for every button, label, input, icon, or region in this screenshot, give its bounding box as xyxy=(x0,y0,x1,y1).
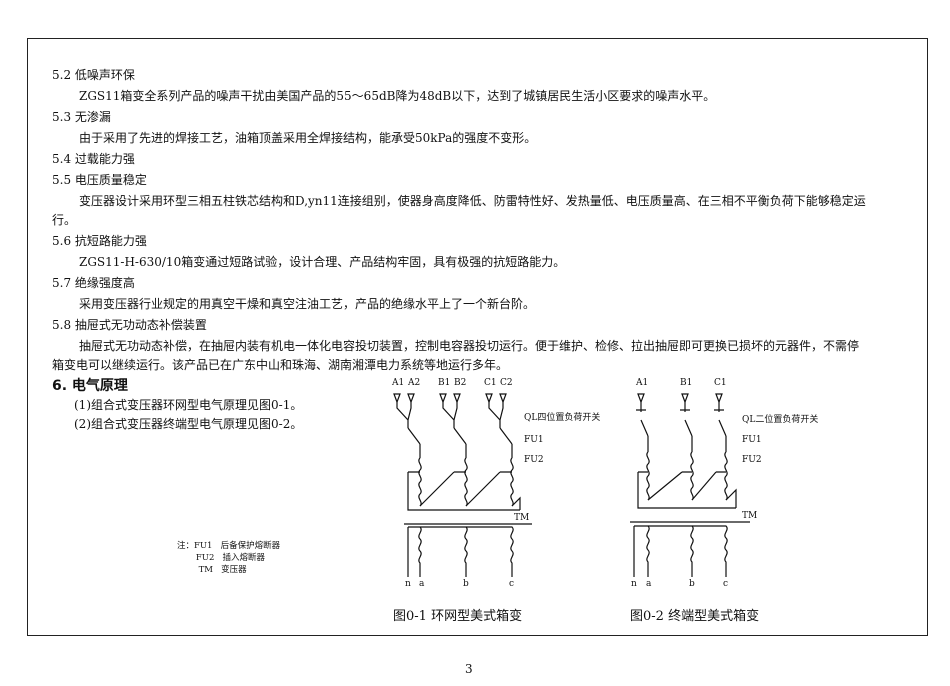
heading-5-8: 5.8 抽屉式无功动态补偿装置 xyxy=(52,318,207,332)
heading-5-7: 5.7 绝缘强度高 xyxy=(52,276,135,290)
heading-5-4: 5.4 过载能力强 xyxy=(52,152,135,166)
d1-top-label-4: B2 xyxy=(454,378,466,388)
d2-bottom-a: a xyxy=(646,579,652,589)
d2-switch-label: QL二位置负荷开关 xyxy=(742,413,818,425)
d2-fu2-label: FU2 xyxy=(742,455,762,465)
d2-bottom-n: n xyxy=(631,579,637,589)
d1-fu2-label: FU2 xyxy=(524,455,544,465)
d1-switch-label: QL四位置负荷开关 xyxy=(524,411,600,423)
d1-tm-label: TM xyxy=(514,513,529,523)
body-5-2: ZGS11箱变全系列产品的噪声干扰由美国产品的55～65dB降为48dB以下，达… xyxy=(79,89,716,103)
diagram-terminal-caption: 图0-2 终端型美式箱变 xyxy=(630,609,760,624)
page-frame xyxy=(27,38,928,636)
section-6-line-2: (2)组合式变压器终端型电气原理见图0-2。 xyxy=(74,417,303,431)
heading-5-6: 5.6 抗短路能力强 xyxy=(52,234,147,248)
section-6-line-1: (1)组合式变压器环网型电气原理见图0-1。 xyxy=(74,398,303,412)
body-5-6: ZGS11-H-630/10箱变通过短路试验，设计合理、产品结构牢固，具有极强的… xyxy=(79,255,566,269)
heading-5-5: 5.5 电压质量稳定 xyxy=(52,173,147,187)
diagram-ring-caption: 图0-1 环网型美式箱变 xyxy=(393,609,523,624)
d2-top-label-1: A1 xyxy=(635,378,648,388)
d1-bottom-n: n xyxy=(405,579,411,589)
d1-bottom-a: a xyxy=(419,579,425,589)
d1-bottom-c: c xyxy=(509,579,514,589)
d1-top-label-1: A1 xyxy=(391,378,404,388)
d1-top-label-5: C1 xyxy=(484,378,497,388)
body-5-5-b: 行。 xyxy=(52,213,77,227)
d1-top-label-6: C2 xyxy=(500,378,513,388)
body-5-8-a: 抽屉式无功动态补偿，在抽屉内装有机电一体化电容投切装置，控制电容器投切运行。便于… xyxy=(79,339,860,353)
legend-line-3: TM 变压器 xyxy=(177,565,247,575)
body-5-3: 由于采用了先进的焊接工艺，油箱顶盖采用全焊接结构，能承受50kPa的强度不变形。 xyxy=(79,131,537,145)
d1-top-label-3: B1 xyxy=(438,378,450,388)
d2-bottom-b: b xyxy=(689,579,695,589)
heading-5-3: 5.3 无渗漏 xyxy=(52,110,111,124)
body-5-7: 采用变压器行业规定的用真空干燥和真空注油工艺，产品的绝缘水平上了一个新台阶。 xyxy=(79,297,536,311)
d1-fu1-label: FU1 xyxy=(524,435,544,445)
d2-bottom-c: c xyxy=(723,579,728,589)
legend-line-1: 注：FU1 后备保护熔断器 xyxy=(177,541,281,551)
body-5-8-b: 箱变电可以继续运行。该产品已在广东中山和珠海、湖南湘潭电力系统等地运行多年。 xyxy=(52,358,509,372)
body-5-5-a: 变压器设计采用环型三相五柱铁芯结构和D,yn11连接组别，使器身高度降低、防雷特… xyxy=(79,194,866,208)
section-6-title: 6. 电气原理 xyxy=(52,378,128,394)
d2-tm-label: TM xyxy=(742,511,757,521)
d1-top-label-2: A2 xyxy=(407,378,420,388)
legend-line-2: FU2 插入熔断器 xyxy=(177,553,265,563)
d2-top-label-2: B1 xyxy=(680,378,692,388)
d2-top-label-3: C1 xyxy=(714,378,727,388)
d2-fu1-label: FU1 xyxy=(742,435,762,445)
diagram-ring-type: A1 A2 B1 B2 C1 C2 QL四位置负荷开关 FU1 FU2 TM n… xyxy=(391,378,600,589)
diagram-terminal-type: A1 B1 C1 QL二位置负荷开关 FU1 FU2 TM n a b c xyxy=(630,378,818,589)
page-number: 3 xyxy=(465,662,473,676)
d1-bottom-b: b xyxy=(463,579,469,589)
heading-5-2: 5.2 低噪声环保 xyxy=(52,68,135,82)
